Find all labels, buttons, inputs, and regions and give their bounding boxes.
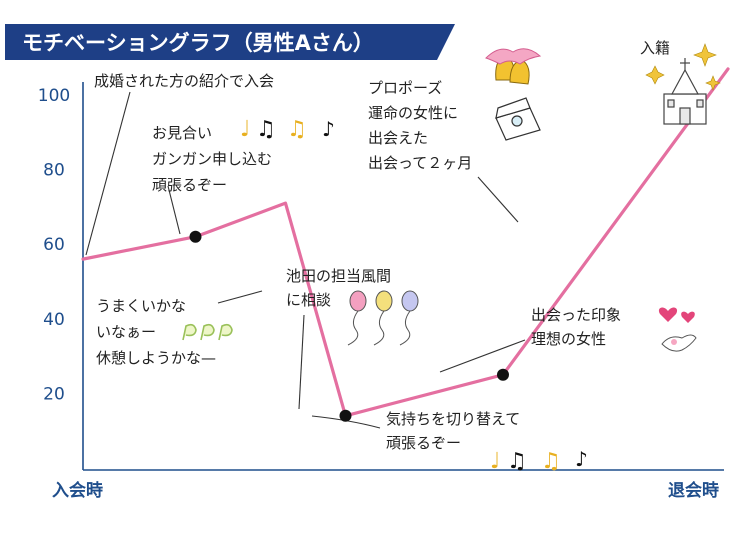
note-start: 成婚された方の紹介で入会 (94, 72, 274, 90)
leader-meet (439, 339, 526, 373)
svg-text:♩: ♩ (240, 117, 250, 142)
music-notes-icon: ♩ ♫ ♫ ♪ (490, 447, 588, 474)
data-points (189, 230, 509, 422)
svg-text:♫: ♫ (256, 117, 276, 142)
y-tick-label: 20 (43, 384, 65, 404)
balloons-icon (347, 290, 419, 346)
music-notes-icon: ♩ ♫ ♫ ♪ (240, 117, 335, 142)
note-worry: うまくいかな いなぁー 休憩しようかな— (96, 297, 216, 367)
sparkle-icon (645, 43, 721, 91)
x-label-end: 退会時 (668, 480, 719, 501)
motivation-line (81, 67, 730, 418)
title-bar (5, 24, 455, 60)
svg-text:♫: ♫ (541, 449, 561, 474)
note-meet: 出会った印象 理想の女性 (531, 306, 626, 348)
leader-consult (298, 314, 305, 410)
leader-worry (217, 290, 263, 304)
y-tick-labels: 20 40 60 80 100 (38, 86, 70, 404)
note-reset: 気持ちを切り替えて 頑張るぞー (386, 410, 525, 452)
ring-box-icon (495, 97, 541, 141)
dove-icon (661, 334, 697, 352)
chart-title: モチベーショングラフ（男性Aさん） (22, 31, 374, 55)
annotation-leaders (85, 91, 526, 429)
ppp-doodle-icon (182, 323, 233, 341)
note-consult: 池田の担当風間 に相談 (286, 267, 396, 309)
data-point (497, 368, 509, 381)
svg-text:♪: ♪ (575, 447, 588, 471)
y-tick-label: 40 (43, 310, 65, 330)
leader-propose (477, 176, 519, 223)
y-tick-label: 80 (43, 161, 65, 181)
note-propose: プロポーズ 運命の女性に 出会えた 出会って２ヶ月 (368, 79, 472, 172)
leader-peak1 (167, 185, 181, 235)
svg-text:♩: ♩ (490, 449, 500, 474)
hearts-icon (658, 307, 695, 323)
wedding-bells-icon (485, 48, 542, 85)
svg-text:♫: ♫ (507, 449, 527, 474)
leader-start (85, 91, 131, 256)
note-marriage: 入籍 (640, 39, 670, 57)
svg-text:♫: ♫ (287, 117, 307, 142)
data-point (189, 230, 202, 243)
church-icon (663, 58, 707, 125)
y-tick-label: 60 (43, 235, 65, 255)
data-point (339, 409, 352, 422)
svg-text:♪: ♪ (322, 117, 335, 141)
note-peak1: お見合い ガンガン申し込む 頑張るぞー (152, 124, 277, 194)
x-label-start: 入会時 (52, 480, 103, 501)
y-tick-label: 100 (38, 86, 70, 106)
